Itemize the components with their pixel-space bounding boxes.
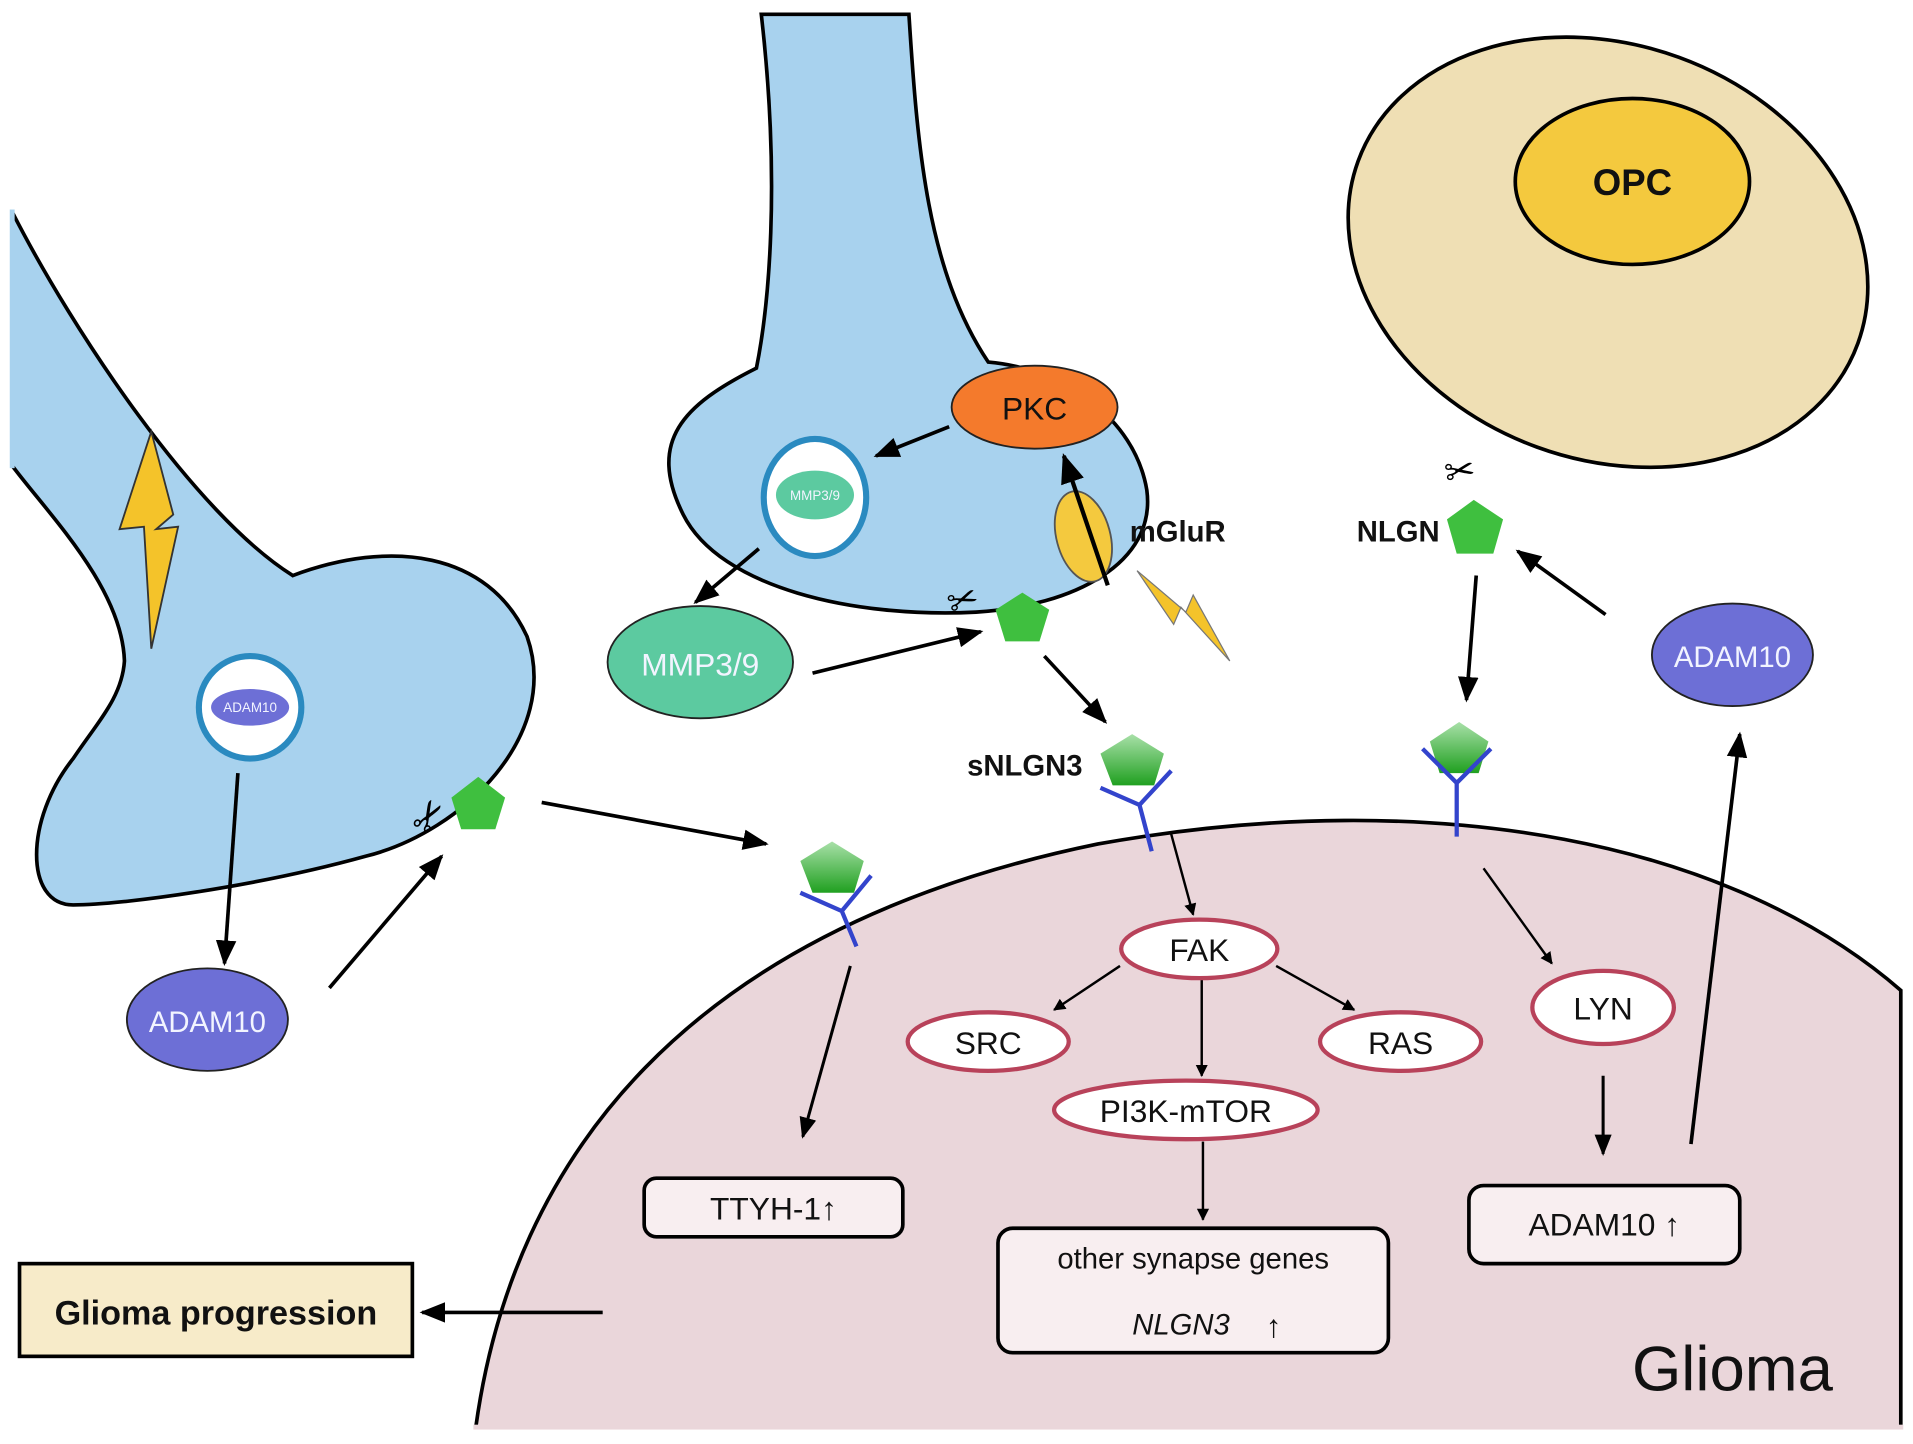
arrow-vesicle-to-adam10	[215, 773, 240, 967]
lightning-icon-middle	[1136, 570, 1231, 662]
synapse-genes-arrow: ↑	[1266, 1308, 1282, 1344]
glioma-label: Glioma	[1632, 1335, 1834, 1405]
lyn-node: LYN	[1530, 968, 1677, 1047]
opc-nucleus	[1513, 96, 1752, 267]
svg-text:ADAM10: ADAM10	[1674, 641, 1791, 674]
svg-text:TTYH-1↑: TTYH-1↑	[710, 1191, 837, 1227]
svg-text:MMP3/9: MMP3/9	[641, 647, 759, 683]
mglur-label: mGluR	[1130, 515, 1226, 548]
arrow-nlgn-to-receptor	[1458, 575, 1479, 703]
opc-label: OPC	[1593, 162, 1672, 203]
svg-text:PI3K-mTOR: PI3K-mTOR	[1100, 1093, 1272, 1129]
lightning-icon	[118, 428, 180, 649]
arrow-pkc-to-mmp-vesicle	[873, 424, 950, 458]
arrow-mglur-to-pkc	[1061, 453, 1110, 586]
arrow-nlgn3-to-snlgn3	[1042, 654, 1108, 724]
arrow-adam10up-to-adam10	[1689, 731, 1748, 1145]
mmp-vesicle: MMP3/9	[760, 435, 870, 560]
glioma-progression-box: Glioma progression	[17, 1261, 415, 1359]
adam10-right: ADAM10	[1650, 602, 1814, 707]
arrow-receptor-to-lyn	[1482, 867, 1553, 965]
svg-text:SRC: SRC	[955, 1025, 1022, 1061]
synapse-genes-line2: NLGN3	[1132, 1308, 1230, 1341]
arrow-receptor-to-fak	[1170, 833, 1197, 916]
nlgn-pentagon-left	[451, 776, 506, 830]
nlgn-label: NLGN	[1357, 515, 1440, 548]
left-neuron	[10, 211, 536, 907]
snlgn3-label: sNLGN3	[967, 750, 1082, 783]
nlgn3-pentagon-middle	[995, 592, 1050, 642]
fak-node: FAK	[1119, 917, 1280, 981]
svg-text:FAK: FAK	[1169, 932, 1229, 968]
svg-text:PKC: PKC	[1002, 390, 1067, 426]
svg-text:RAS: RAS	[1368, 1025, 1433, 1061]
arrow-to-receptor-left	[541, 800, 769, 850]
glioma-cell-bottom	[473, 1424, 1904, 1430]
synapse-genes-line1: other synapse genes	[1057, 1243, 1329, 1276]
src-node: SRC	[905, 1010, 1071, 1074]
arrow-adam10-to-nlgn	[1515, 549, 1607, 617]
pi3k-node: PI3K-mTOR	[1051, 1078, 1320, 1142]
svg-text:LYN: LYN	[1573, 991, 1632, 1027]
arrow-receptor-to-ttyh	[799, 965, 852, 1139]
arrow-vesicle-to-mmp	[693, 547, 761, 605]
adam10-up-box: ADAM10 ↑	[1467, 1183, 1742, 1266]
pkc-node: PKC	[950, 364, 1119, 450]
scissors-icon-opc: ✂	[1441, 448, 1478, 494]
adam10-vesicle: ADAM10	[195, 653, 305, 762]
svg-text:MMP3/9: MMP3/9	[790, 488, 840, 503]
nlgn-pentagon-opc	[1446, 499, 1504, 554]
svg-text:ADAM10 ↑: ADAM10 ↑	[1529, 1207, 1681, 1243]
adam10-vesicle-label: ADAM10	[223, 700, 277, 715]
receptor-right	[1421, 721, 1493, 837]
arrow-fak-to-ras	[1275, 964, 1356, 1011]
synapse-genes-box: other synapse genes NLGN3 ↑	[996, 1226, 1391, 1355]
arrow-adam10-to-cleavage-left	[328, 854, 444, 990]
adam10-left: ADAM10	[125, 967, 289, 1072]
arrow-fak-to-src	[1053, 964, 1121, 1011]
receptor-snlgn3	[1099, 734, 1173, 852]
ttyh-box: TTYH-1↑	[642, 1176, 905, 1239]
receptor-left	[799, 841, 873, 948]
arrow-mmp-to-nlgn3	[812, 627, 984, 675]
mmp-node: MMP3/9	[606, 605, 794, 720]
ras-node: RAS	[1317, 1010, 1484, 1074]
left-neuron-edge	[9, 209, 15, 469]
opc-cell	[1346, 35, 1870, 470]
svg-text:Glioma progression: Glioma progression	[55, 1295, 378, 1333]
svg-text:ADAM10: ADAM10	[149, 1006, 266, 1039]
